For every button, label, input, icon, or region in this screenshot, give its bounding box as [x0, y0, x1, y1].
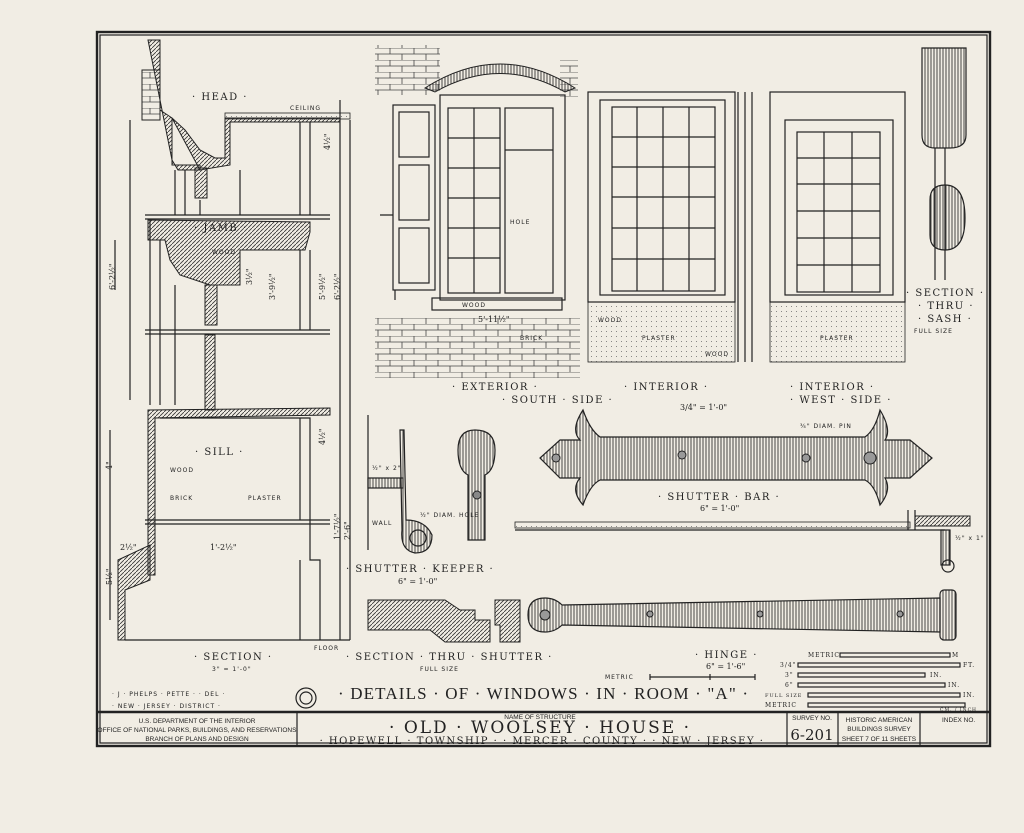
label-int-wood: WOOD [598, 317, 622, 324]
hinge-scale: 6" = 1'-6" [706, 662, 745, 671]
habs-line-2: BUILDINGS SURVEY [847, 726, 911, 733]
keeper-scale: 6" = 1'-0" [398, 577, 437, 586]
label-plaster: PLASTER [248, 495, 282, 502]
label-int-plaster: PLASTER [642, 335, 676, 342]
exterior-elevation [375, 45, 580, 378]
svg-text:6'-2½": 6'-2½" [333, 273, 342, 300]
sheet-number: SHEET 7 OF 11 SHEETS [842, 736, 917, 743]
label-west-plaster: PLASTER [820, 335, 854, 342]
keeper-hole: ½" DIAM. HOLE [420, 512, 479, 519]
bar-scale: 6" = 1'-0" [700, 504, 739, 513]
keeper-size: ½" x 2" [372, 465, 402, 472]
svg-text:5'-9½": 5'-9½" [318, 273, 327, 300]
label-wood-sill: WOOD [170, 467, 194, 474]
shutter-section-drawing [367, 599, 521, 643]
label-jamb: · JAMB · [194, 223, 248, 234]
label-ext-wood: WOOD [462, 302, 486, 309]
survey-no: 6-201 [790, 726, 833, 744]
svg-text:FULL SIZE: FULL SIZE [765, 693, 802, 699]
interior-title: · INTERIOR · [624, 382, 709, 393]
svg-text:3'-9½": 3'-9½" [268, 273, 277, 300]
wall-section-drawing [109, 39, 351, 641]
section-title: · SECTION · [194, 652, 273, 663]
agency-line-1: U.S. DEPARTMENT OF THE INTERIOR [139, 718, 256, 725]
bar-pin: ¾" DIAM. PIN [800, 423, 852, 430]
sash-scale: FULL SIZE [914, 328, 953, 335]
keeper-title: · SHUTTER · KEEPER · [346, 564, 494, 575]
exterior-title: · EXTERIOR · [452, 382, 538, 393]
svg-text:3": 3" [785, 672, 794, 679]
graphic-scales: METRIC M 3/4" FT. 3" IN. 6" IN. FULL SIZE IN.… [765, 652, 977, 713]
sash-title-2: · THRU · [918, 301, 974, 312]
hinge-metric-label: METRIC [605, 674, 634, 681]
svg-text:CM. / INCH: CM. / INCH [940, 707, 977, 713]
exterior-subtitle: · SOUTH · SIDE · [502, 395, 613, 406]
label-ext-hole: HOLE [510, 219, 530, 226]
pintle-size: ½" x 1" [955, 535, 985, 542]
label-head: · HEAD · [192, 92, 248, 103]
svg-text:2'-6": 2'-6" [343, 521, 352, 540]
sheet-title: · DETAILS · OF · WINDOWS · IN · ROOM · "… [338, 684, 748, 703]
svg-text:METRIC: METRIC [808, 652, 840, 659]
habs-line-1: HISTORIC AMERICAN [846, 717, 913, 724]
bar-title: · SHUTTER · BAR · [658, 492, 780, 503]
agency-line-2: OFFICE OF NATIONAL PARKS, BUILDINGS, AND… [98, 727, 298, 734]
shutter-section-title: · SECTION · THRU · SHUTTER · [346, 652, 553, 663]
svg-text:5½": 5½" [105, 568, 114, 585]
svg-text:1'-2½": 1'-2½" [210, 543, 237, 552]
survey-no-label: SURVEY NO. [792, 715, 832, 722]
svg-text:4½": 4½" [323, 133, 332, 150]
hinge-strap-drawing [527, 589, 957, 641]
seal-logo [295, 687, 317, 709]
svg-text:METRIC: METRIC [765, 702, 797, 709]
label-ceiling: CEILING [290, 105, 321, 112]
section-scale: 3" = 1'-0" [212, 666, 252, 673]
title-block [97, 710, 990, 746]
district: · NEW · JERSEY · DISTRICT · [112, 703, 221, 710]
interior-elevation [587, 91, 753, 363]
svg-text:FT.: FT. [963, 662, 975, 669]
svg-text:IN.: IN. [963, 692, 975, 699]
label-floor: FLOOR [314, 645, 339, 652]
svg-text:6'-2½": 6'-2½" [108, 263, 117, 290]
svg-text:IN.: IN. [948, 682, 960, 689]
hinge-scale-bar [649, 674, 756, 680]
hinge-plan-drawing [514, 510, 971, 573]
interior-west-elevation [769, 91, 906, 363]
shutter-keeper-drawing [367, 415, 496, 554]
interior-west-title: · INTERIOR · [790, 382, 875, 393]
section-dimensions: 4½" 6'-2½" 5'-9½" 3'-9½" 3½" 6'-2½" 4" 4… [105, 133, 352, 585]
shutter-bar-drawing [539, 408, 933, 507]
agency-line-3: BRANCH OF PLANS AND DESIGN [145, 736, 249, 743]
dim-ext-width: 5'-11½" [478, 315, 510, 324]
sheet-border [95, 30, 992, 748]
svg-text:M: M [952, 652, 959, 659]
label-brick: BRICK [170, 495, 193, 502]
label-sill: · SILL · [195, 447, 244, 458]
sash-title-1: · SECTION · [906, 288, 985, 299]
hinge-title: · HINGE · [695, 650, 758, 661]
label-int-wood-base: WOOD [705, 351, 729, 358]
svg-text:3½": 3½" [245, 268, 254, 285]
label-wood: WOOD [212, 249, 236, 256]
svg-text:IN.: IN. [930, 672, 942, 679]
interior-west-subtitle: · WEST · SIDE · [790, 395, 892, 406]
svg-text:4": 4" [105, 461, 114, 470]
svg-text:4½": 4½" [318, 428, 327, 445]
structure-name-label: NAME OF STRUCTURE [504, 714, 576, 721]
index-no-label: INDEX NO. [942, 717, 975, 724]
svg-text:6": 6" [785, 682, 794, 689]
interior-scale: 3/4" = 1'-0" [680, 403, 727, 412]
svg-text:2½": 2½" [120, 543, 137, 552]
structure-location: · HOPEWELL · TOWNSHIP · · MERCER · COUNT… [320, 736, 765, 747]
keeper-wall: WALL [372, 520, 392, 527]
svg-text:1'-7½": 1'-7½" [333, 513, 342, 540]
sash-section-drawing [921, 47, 967, 280]
structure-name: · OLD · WOOLSEY · HOUSE · [389, 718, 691, 738]
sash-title-3: · SASH · [918, 314, 972, 325]
shutter-section-scale: FULL SIZE [420, 666, 459, 673]
label-ext-brick: BRICK [520, 335, 543, 342]
svg-text:3/4": 3/4" [780, 662, 796, 669]
delineator: · J · PHELPS · PETTE · · DEL · [112, 691, 225, 698]
